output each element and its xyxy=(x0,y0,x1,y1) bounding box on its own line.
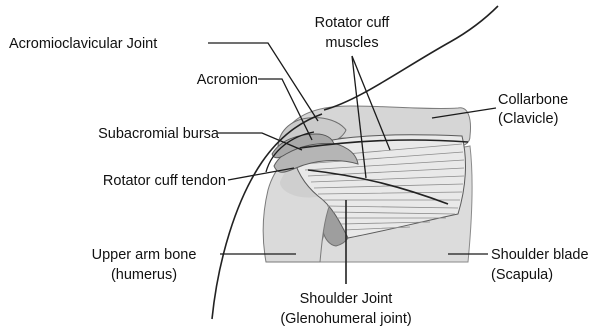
label-collarbone-line1: Collarbone xyxy=(498,92,568,108)
label-acromioclavicular-joint: Acromioclavicular Joint xyxy=(9,36,157,52)
label-rotator-cuff-muscles-line1: Rotator cuff xyxy=(315,15,391,31)
label-shoulder-blade-line2: (Scapula) xyxy=(491,267,553,283)
label-rotator-cuff-tendon: Rotator cuff tendon xyxy=(103,173,226,189)
label-upper-arm-bone-line1: Upper arm bone xyxy=(92,247,197,263)
label-collarbone-line2: (Clavicle) xyxy=(498,111,558,127)
label-subacromial-bursa: Subacromial bursa xyxy=(98,126,220,142)
label-upper-arm-bone-line2: (humerus) xyxy=(111,267,177,283)
label-acromion: Acromion xyxy=(197,72,258,88)
label-shoulder-blade-line1: Shoulder blade xyxy=(491,247,589,263)
label-shoulder-joint-line2: (Glenohumeral joint) xyxy=(280,311,411,327)
label-shoulder-joint-line1: Shoulder Joint xyxy=(300,291,393,307)
label-rotator-cuff-muscles-line2: muscles xyxy=(325,35,378,51)
